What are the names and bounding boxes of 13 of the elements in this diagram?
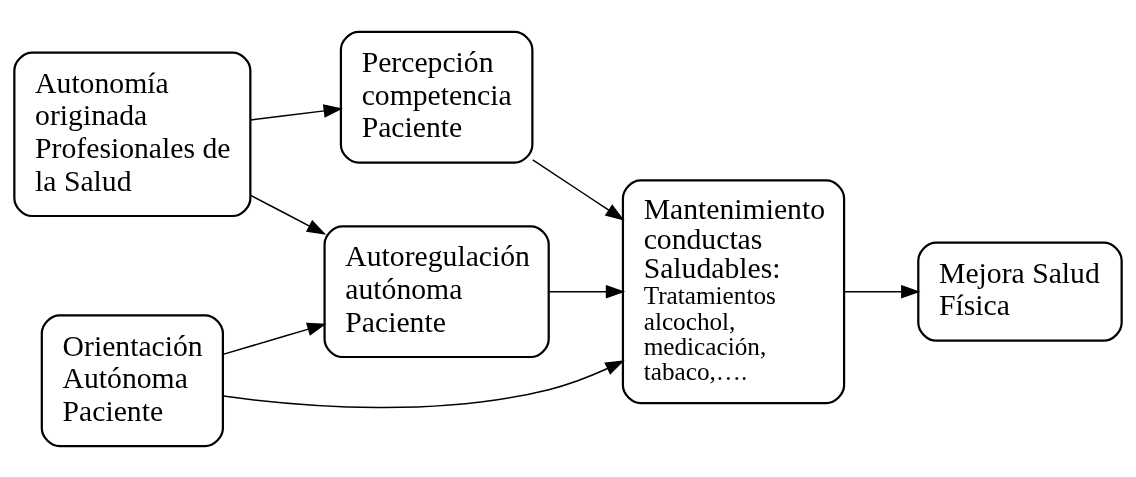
arrow: [222, 322, 327, 355]
node-box: Autonomía originada Profesionales de la Salud: [13, 51, 252, 217]
arrow: [250, 194, 327, 235]
arrow: [548, 284, 626, 298]
arrow: [222, 359, 625, 408]
arrow: [250, 103, 343, 121]
node-box: Mejora Salud Física: [917, 241, 1123, 342]
arrow: [843, 284, 921, 298]
arrow: [532, 158, 625, 221]
node-box: Orientación Autónoma Paciente: [40, 313, 224, 447]
node-box: Autoregulación autónoma Paciente: [323, 224, 550, 358]
node-box: Percepción competencia Paciente: [339, 30, 534, 164]
node-box: Mantenimiento conductas Saludables: Tratamientos alcochol, medicación, tabaco,….: [621, 178, 846, 404]
